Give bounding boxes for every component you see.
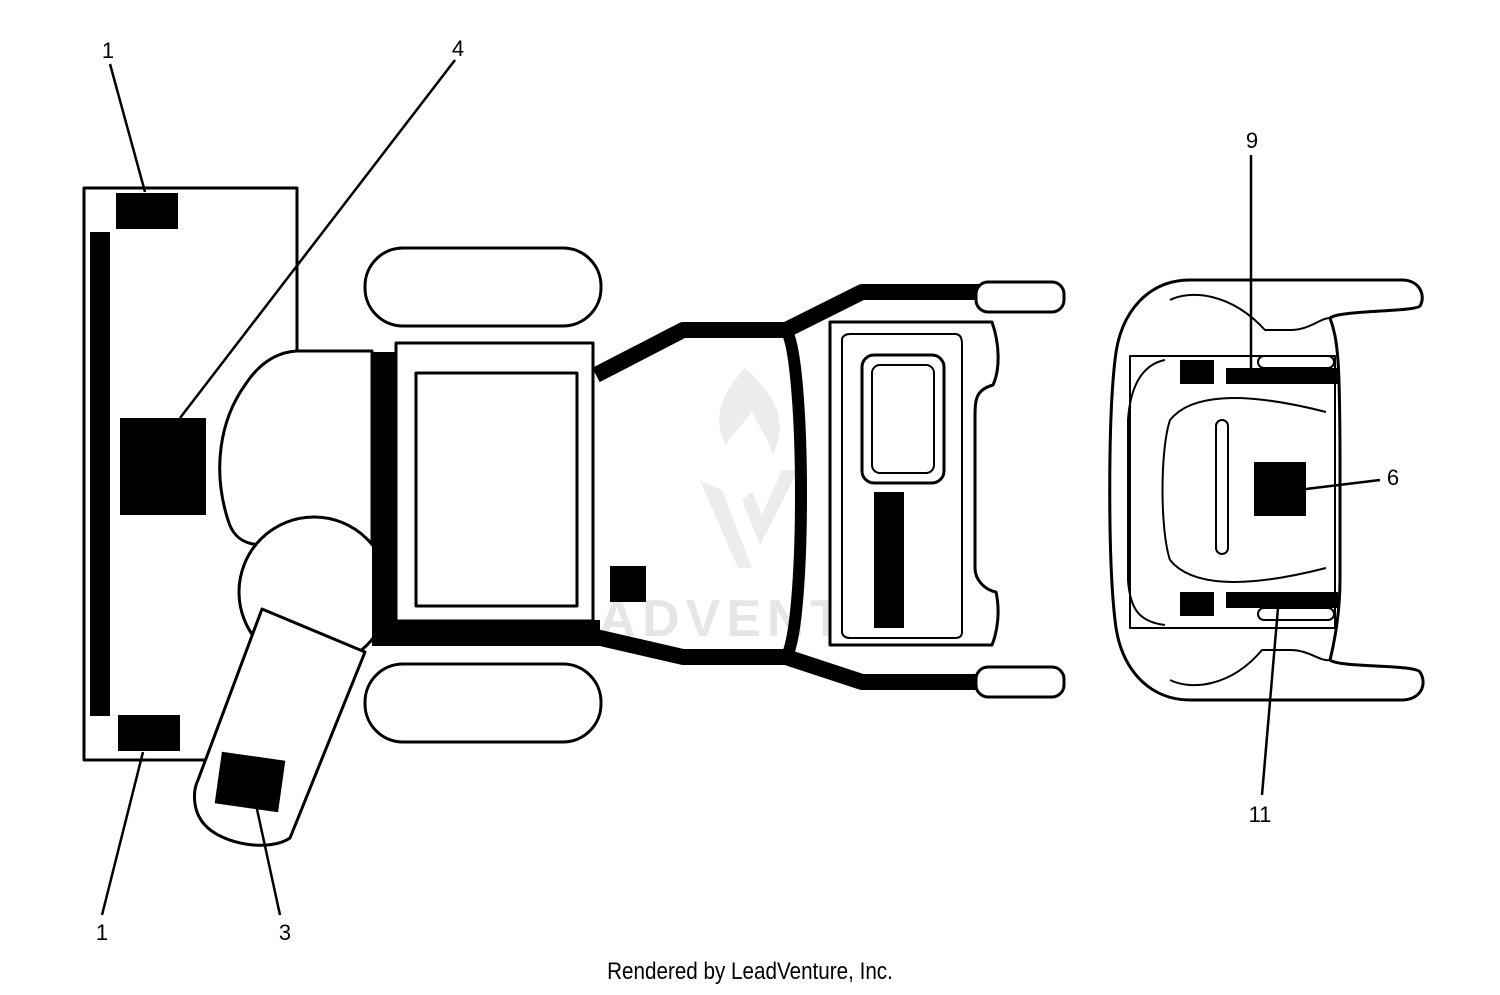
decal-5 — [610, 566, 646, 602]
control-panel-inner — [841, 333, 963, 639]
grip-top — [974, 280, 1066, 314]
decal-3 — [214, 751, 286, 813]
fuel-window-inner — [871, 364, 935, 474]
frame-bend — [780, 326, 807, 661]
dash-slot — [1215, 419, 1229, 555]
callout-9: 9 — [1246, 128, 1258, 153]
wheel-bottom — [363, 662, 603, 744]
dash-rear-view — [1108, 278, 1425, 702]
callout-6: 6 — [1387, 465, 1399, 490]
leader-lines — [100, 59, 1381, 916]
grip-bottom — [974, 665, 1066, 699]
engine-top — [414, 371, 579, 608]
decal-1-bottom — [118, 715, 180, 751]
decal-1-top — [116, 193, 178, 229]
frame-bar-bottom — [372, 620, 600, 646]
decal-11 — [1226, 592, 1338, 608]
decal-panel — [874, 492, 904, 628]
dash-inner-upper — [1169, 293, 1331, 331]
decal-6 — [1254, 462, 1306, 516]
callout-1-top: 1 — [102, 38, 114, 63]
dash-inner-lower — [1169, 649, 1331, 687]
callout-3: 3 — [279, 920, 291, 945]
decal-dash-ll — [1180, 592, 1214, 616]
frame-bar-left — [372, 352, 396, 644]
callout-11: 11 — [1249, 802, 1272, 827]
dash-console — [1161, 397, 1327, 583]
decal-dash-ul — [1180, 360, 1214, 384]
machine-top-view — [82, 186, 1066, 847]
wheel-top — [363, 246, 603, 328]
decal-4 — [120, 418, 206, 515]
scraper-bar — [90, 232, 110, 716]
callout-1-bottom: 1 — [96, 920, 108, 945]
decal-9 — [1226, 368, 1338, 384]
callout-4: 4 — [452, 36, 464, 61]
dash-left-side — [1127, 359, 1166, 626]
footer-credit: Rendered by LeadVenture, Inc. — [607, 958, 893, 985]
